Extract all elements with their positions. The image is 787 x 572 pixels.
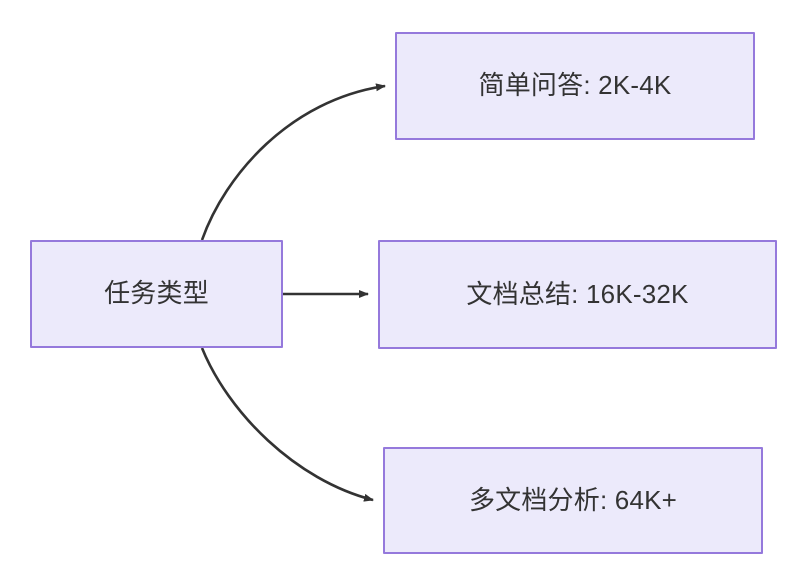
node-multi-doc[interactable]: 多文档分析: 64K+ xyxy=(383,447,763,554)
edge-root-to-simple-qa xyxy=(200,83,386,241)
node-simple-qa[interactable]: 简单问答: 2K-4K xyxy=(395,32,755,140)
node-root-task-type[interactable]: 任务类型 xyxy=(30,240,283,348)
node-multi-doc-label: 多文档分析: 64K+ xyxy=(468,484,678,515)
node-doc-summary[interactable]: 文档总结: 16K-32K xyxy=(378,240,777,349)
node-simple-qa-label: 简单问答: 2K-4K xyxy=(478,70,672,101)
node-root-label: 任务类型 xyxy=(104,278,209,309)
edge-root-to-multi-doc xyxy=(200,347,374,502)
node-doc-summary-label: 文档总结: 16K-32K xyxy=(466,278,689,309)
